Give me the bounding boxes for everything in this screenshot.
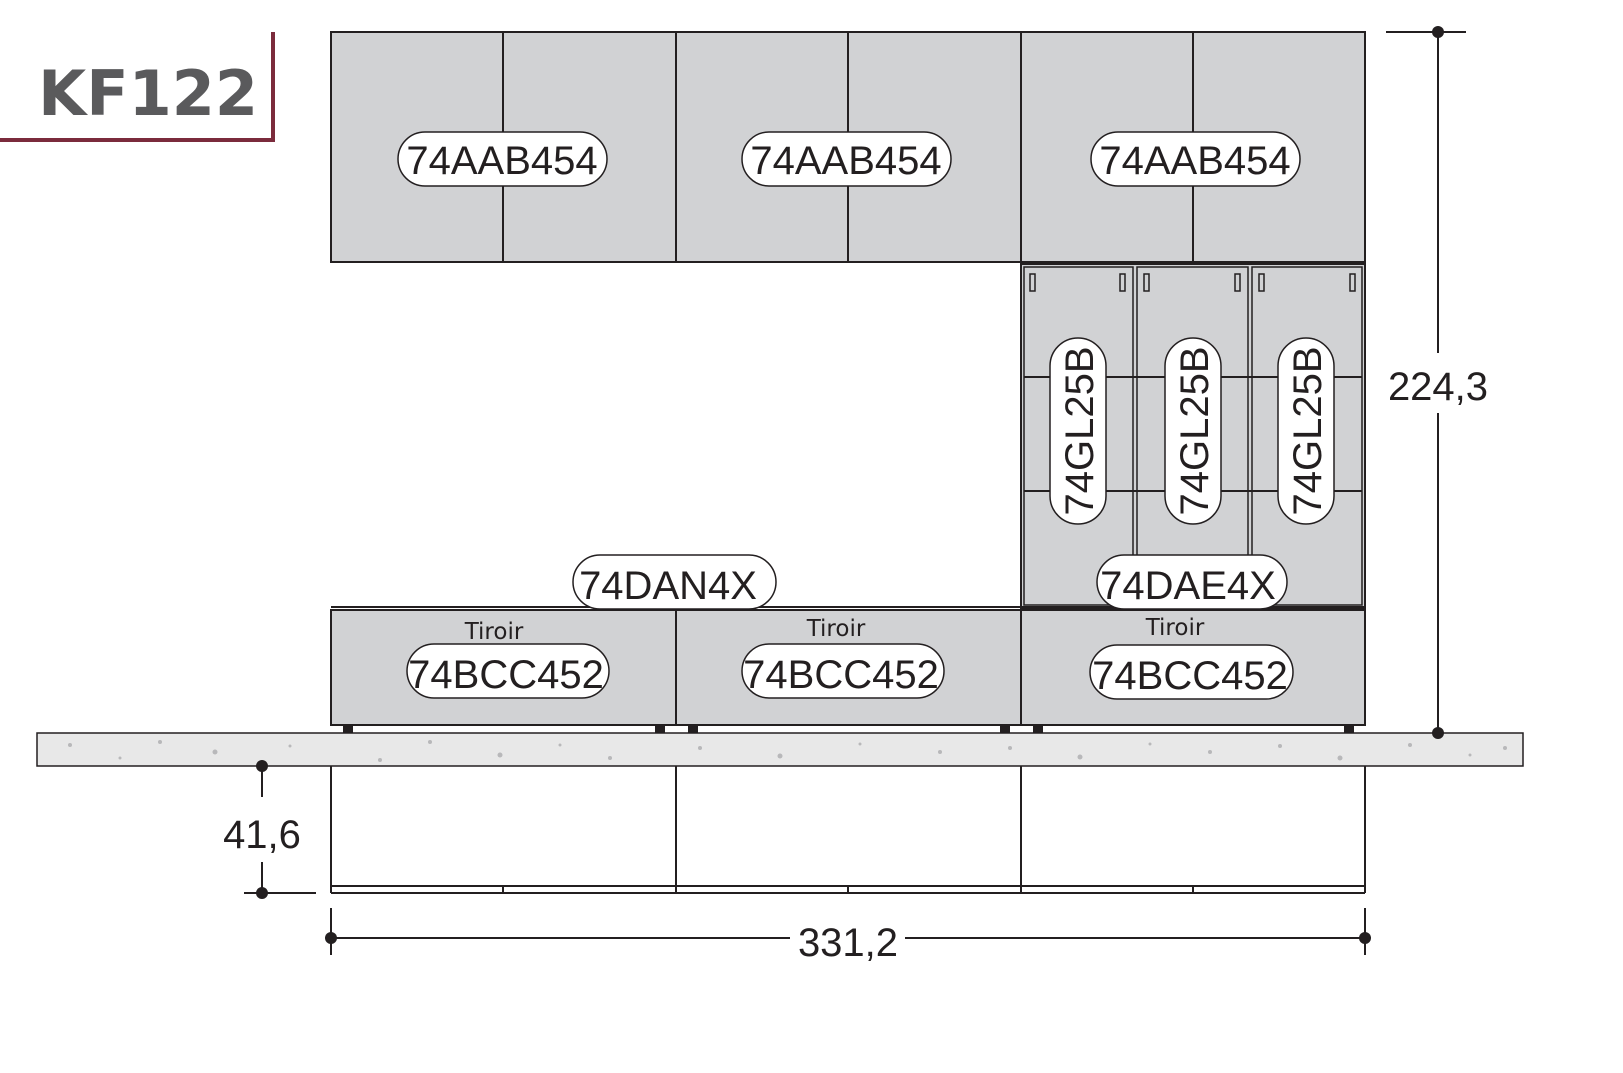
base-unit-2-label-pill bbox=[741, 643, 945, 699]
dim-dot bbox=[1432, 26, 1444, 38]
glass-unit-3-code: 74GL25B bbox=[1286, 346, 1330, 515]
glass-unit-1-label-pill bbox=[1049, 337, 1107, 525]
base-unit-3-label-pill bbox=[1089, 644, 1294, 700]
hinge-icon bbox=[1234, 273, 1241, 292]
wall-units: 74AAB454 74AAB454 74AAB454 bbox=[330, 31, 1366, 263]
dim-dot bbox=[325, 932, 337, 944]
base-unit-2-code: 74BCC452 bbox=[743, 653, 939, 697]
base-unit-2-type: Tiroir bbox=[806, 616, 866, 642]
base-unit-1-code: 74BCC452 bbox=[408, 653, 604, 697]
glass-unit-1-code: 74GL25B bbox=[1058, 346, 1102, 515]
hinge-icon bbox=[1349, 273, 1356, 292]
wall-unit-3-code: 74AAB454 bbox=[1099, 139, 1290, 183]
title-frame bbox=[0, 32, 275, 142]
wall-unit-1-code: 74AAB454 bbox=[406, 139, 597, 183]
foot bbox=[688, 725, 698, 733]
dim-dot bbox=[256, 887, 268, 899]
foot bbox=[1033, 725, 1043, 733]
total-width-value: 331,2 bbox=[798, 921, 898, 965]
shelf-1-label-pill bbox=[572, 554, 777, 610]
glass-unit-2-label-pill bbox=[1164, 337, 1222, 525]
glass-unit-3-label-pill bbox=[1277, 337, 1335, 525]
total-height-value: 224,3 bbox=[1388, 365, 1488, 409]
wall-unit-3-label-pill bbox=[1090, 131, 1301, 187]
dim-dot bbox=[256, 760, 268, 772]
hinge-icon bbox=[1143, 273, 1150, 292]
foot bbox=[1000, 725, 1010, 733]
wall-unit-1-label-pill bbox=[397, 131, 608, 187]
glass-units: 74GL25B 74GL25B 74GL25B bbox=[1020, 263, 1366, 609]
title-block: KF122 bbox=[0, 32, 275, 142]
shelf-2-label-pill bbox=[1096, 554, 1288, 610]
wall-unit-2-label-pill bbox=[741, 131, 952, 187]
model-title: KF122 bbox=[38, 57, 258, 130]
foot bbox=[343, 725, 353, 733]
plinth-section bbox=[330, 766, 1366, 894]
dimension-plinth-height: 41,6 bbox=[223, 760, 316, 899]
hinge-icon bbox=[1258, 273, 1265, 292]
glass-door-1[interactable] bbox=[1023, 266, 1134, 606]
glass-unit-2-code: 74GL25B bbox=[1173, 346, 1217, 515]
base-unit-1-type: Tiroir bbox=[464, 619, 524, 645]
dimension-total-height: 224,3 bbox=[1386, 26, 1488, 739]
floor-speckles bbox=[68, 740, 1507, 762]
hinge-icon bbox=[1029, 273, 1036, 292]
base-unit-3-type: Tiroir bbox=[1145, 615, 1205, 641]
foot bbox=[655, 725, 665, 733]
floor-strip bbox=[36, 732, 1524, 767]
shelf-1-code: 74DAN4X bbox=[579, 564, 757, 608]
hinge-icon bbox=[1119, 273, 1126, 292]
dimension-total-width: 331,2 bbox=[325, 908, 1371, 965]
foot bbox=[1344, 725, 1354, 733]
dim-dot bbox=[1432, 727, 1444, 739]
base-unit-3-code: 74BCC452 bbox=[1092, 654, 1288, 698]
shelf-2-code: 74DAE4X bbox=[1100, 564, 1276, 608]
wall-unit-2-code: 74AAB454 bbox=[750, 139, 941, 183]
base-unit-1-label-pill bbox=[406, 643, 610, 699]
dim-dot bbox=[1359, 932, 1371, 944]
glass-door-3[interactable] bbox=[1251, 266, 1363, 606]
plinth-height-value: 41,6 bbox=[223, 813, 301, 857]
base-units: Tiroir 74BCC452 Tiroir 74BCC452 Tiroir 7… bbox=[330, 554, 1366, 733]
floor bbox=[36, 732, 1524, 767]
